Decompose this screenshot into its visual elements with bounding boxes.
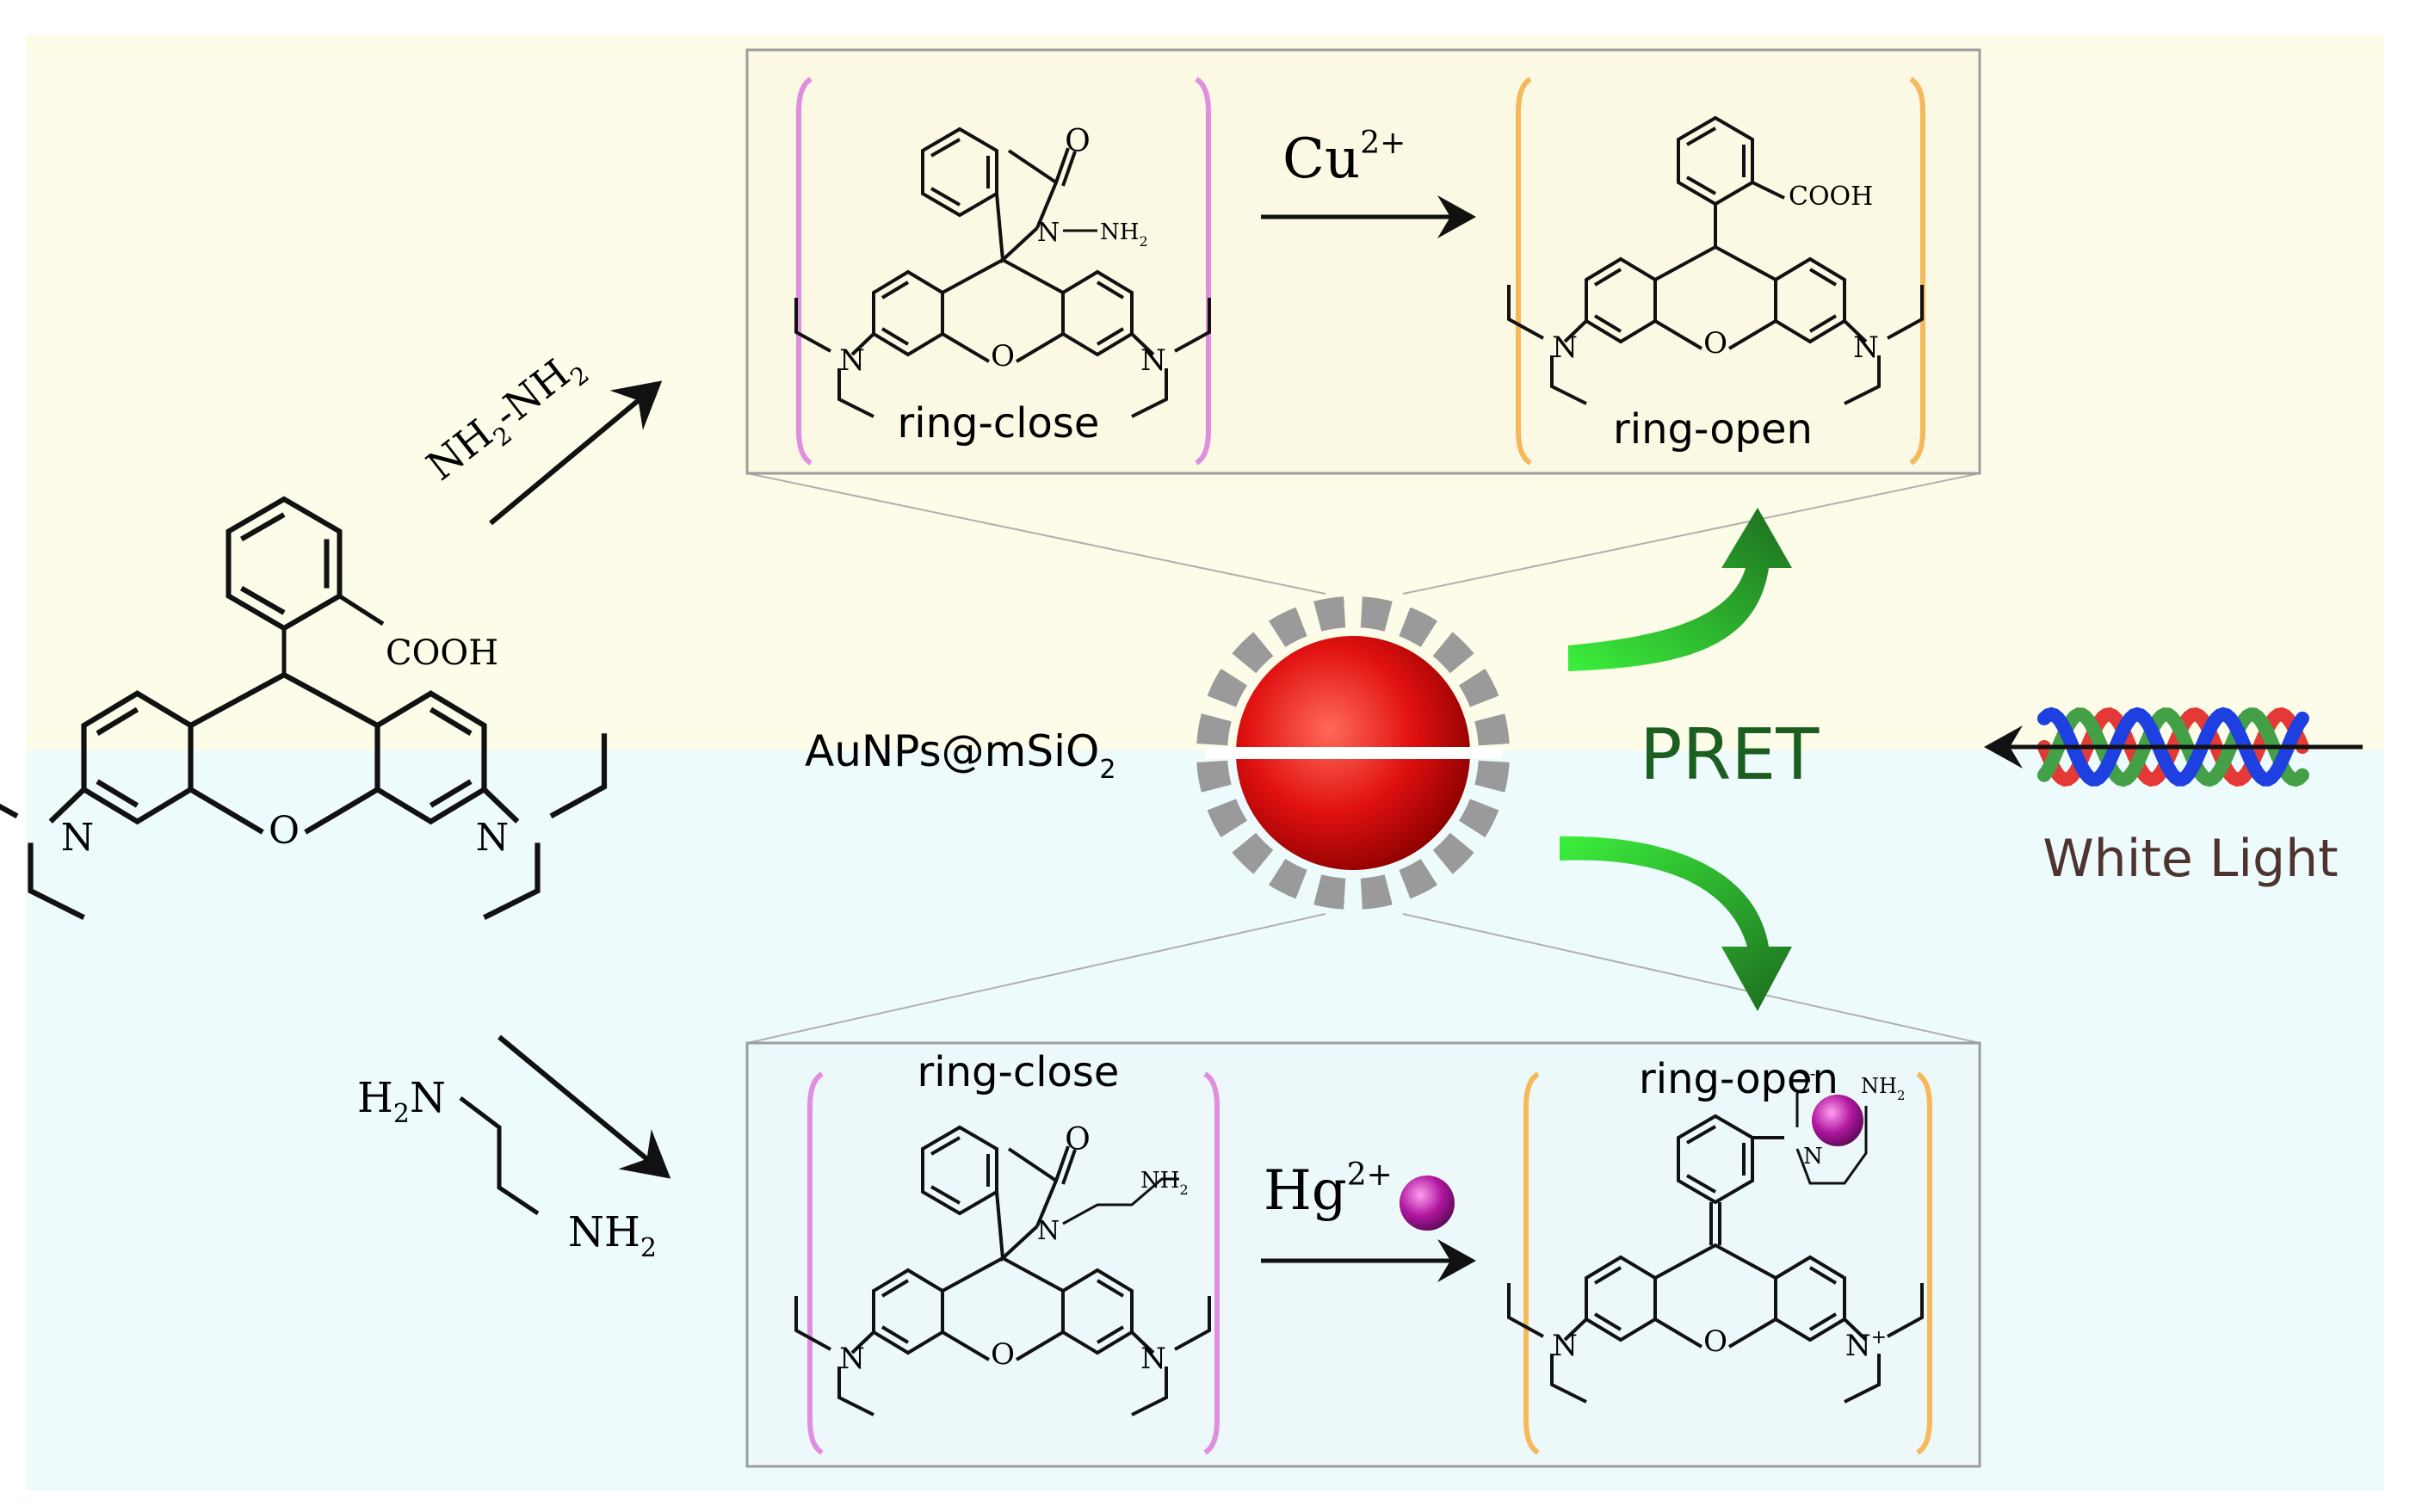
mercury-ion-sphere bbox=[1400, 1176, 1455, 1231]
silica-shell bbox=[1196, 596, 1510, 910]
top-ring-close-nh2: NH2 bbox=[1100, 219, 1148, 250]
shell-segment bbox=[1360, 596, 1393, 632]
shell-segment bbox=[1432, 832, 1474, 874]
bottom-ring-open-n-left: N bbox=[1552, 1329, 1578, 1363]
bottom-ion-label: Hg2+ bbox=[1264, 1157, 1393, 1223]
white-light-label: White Light bbox=[2042, 829, 2338, 889]
ethylenediamine-chain bbox=[459, 1096, 540, 1216]
shell-segment bbox=[1313, 874, 1346, 910]
shell-segment bbox=[1399, 859, 1437, 899]
shell-segment bbox=[1313, 596, 1346, 632]
top-panel-frame bbox=[745, 48, 1981, 475]
rhodamine-o-atom: O bbox=[269, 809, 300, 853]
shell-segment bbox=[1196, 713, 1232, 746]
shell-segment bbox=[1474, 760, 1510, 793]
bottom-right-bracket-close bbox=[1916, 1071, 1932, 1455]
top-left-bracket-close bbox=[1195, 77, 1211, 466]
rhodamine-cooh: COOH bbox=[386, 633, 498, 673]
shell-segment bbox=[1232, 832, 1274, 874]
top-ring-close-label: ring-close bbox=[898, 399, 1100, 447]
top-ring-open-n-right: N bbox=[1853, 330, 1879, 365]
projection-lines bbox=[746, 472, 1981, 1044]
top-ring-open-o-atom: O bbox=[1703, 326, 1727, 361]
shell-segment bbox=[1196, 760, 1232, 793]
top-ring-open-structure bbox=[1507, 116, 1924, 405]
wave-green-strand bbox=[2037, 707, 2309, 787]
shell-segment bbox=[1207, 669, 1247, 707]
nanoparticle bbox=[1196, 596, 1510, 910]
bottom-panel-frame bbox=[745, 1041, 1981, 1468]
pret-label: PRET bbox=[1640, 714, 1820, 796]
rhodamine-b-structure bbox=[0, 499, 604, 917]
shell-segment bbox=[1459, 799, 1499, 837]
shell-segment bbox=[1459, 669, 1499, 707]
nanoparticle-divider bbox=[1205, 747, 1502, 759]
ethylenediamine-top-label: H2N bbox=[357, 1074, 446, 1129]
top-ring-close-n-right: N bbox=[1140, 343, 1166, 378]
bottom-right-bracket-open bbox=[1523, 1071, 1540, 1455]
shell-segment bbox=[1399, 607, 1437, 647]
pret-arrow-top bbox=[1568, 508, 1792, 671]
bottom-ring-close-n-right: N bbox=[1140, 1342, 1166, 1376]
bottom-ring-close-n-left: N bbox=[839, 1342, 865, 1376]
shell-segment bbox=[1269, 859, 1307, 899]
top-reaction-panel: O N N O N NH2 ring-close Cu2+ O N N COOH… bbox=[745, 48, 1981, 475]
top-right-bracket-close bbox=[1909, 77, 1925, 466]
bottom-left-bracket-close bbox=[1203, 1071, 1220, 1455]
wave-blue-strand bbox=[2037, 707, 2309, 787]
shell-segment bbox=[1207, 799, 1247, 837]
bottom-ring-close-amide-n: N bbox=[1037, 1216, 1060, 1246]
shell-segment bbox=[1269, 607, 1307, 647]
nanoparticle-label: AuNPs@mSiO2 bbox=[805, 726, 1115, 785]
top-ring-close-n-left: N bbox=[839, 343, 865, 378]
bottom-ring-open-mercury-sphere bbox=[1812, 1095, 1863, 1146]
top-ring-close-o-atom: O bbox=[991, 339, 1015, 373]
bottom-ring-close-nh2: NH2 bbox=[1140, 1168, 1189, 1198]
bottom-ring-open-structure bbox=[1507, 1093, 1924, 1404]
shell-segment bbox=[1432, 632, 1474, 674]
top-right-bracket-open bbox=[1516, 77, 1532, 466]
top-left-bracket-open bbox=[796, 77, 813, 466]
top-ion-label: Cu2+ bbox=[1282, 126, 1406, 191]
ethylenediamine-bottom-label: NH2 bbox=[568, 1208, 657, 1263]
top-ring-close-amide-n: N bbox=[1037, 218, 1060, 248]
pret-arrow-bottom bbox=[1560, 836, 1792, 1011]
shell-segment bbox=[1360, 874, 1393, 910]
top-ring-open-label: ring-open bbox=[1613, 405, 1813, 454]
shell-segment bbox=[1474, 713, 1510, 746]
top-ring-close-carbonyl-o: O bbox=[1065, 124, 1091, 159]
hydrazine-arrow bbox=[489, 380, 663, 526]
shell-segment bbox=[1232, 632, 1274, 674]
rhodamine-n-left: N bbox=[61, 816, 95, 860]
bottom-ring-close-carbonyl-o: O bbox=[1065, 1122, 1091, 1157]
ethylenediamine-arrow bbox=[497, 1034, 671, 1179]
top-ring-open-n-left: N bbox=[1552, 330, 1578, 365]
bottom-reaction-panel: ring-close O N N O N NH2 Hg2+ ring-open bbox=[745, 1041, 1981, 1468]
bottom-ring-open-label: ring-open bbox=[1639, 1055, 1838, 1103]
bottom-ring-close-o-atom: O bbox=[991, 1337, 1015, 1372]
bottom-ring-open-n-right: N+ bbox=[1845, 1327, 1887, 1363]
bottom-ring-open-o-atom: O bbox=[1703, 1324, 1727, 1359]
top-ring-open-cooh: COOH bbox=[1789, 182, 1873, 212]
bottom-ring-close-label: ring-close bbox=[918, 1048, 1120, 1096]
bottom-ring-close-structure bbox=[794, 1126, 1211, 1416]
top-ring-close-structure bbox=[794, 127, 1211, 418]
bottom-ring-open-o-minus: O- bbox=[1789, 1063, 1815, 1098]
bottom-left-bracket-open bbox=[807, 1071, 824, 1455]
bottom-ring-open-nh2: NH2 bbox=[1861, 1074, 1905, 1103]
rhodamine-n-right: N bbox=[476, 816, 510, 860]
bottom-ring-open-imine-n: N bbox=[1803, 1144, 1823, 1169]
